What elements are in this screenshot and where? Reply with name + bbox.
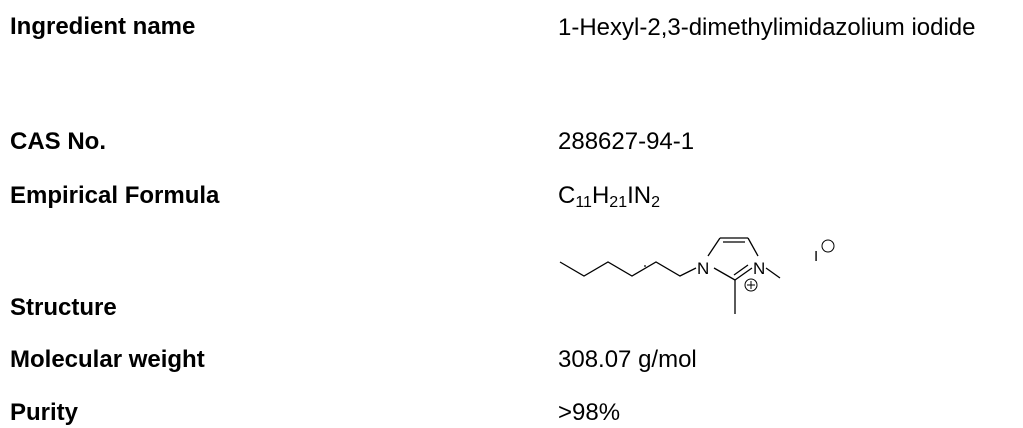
structure-label: Structure bbox=[10, 294, 117, 321]
n3-methyl-bond bbox=[765, 267, 781, 279]
formula-c-count: 11 bbox=[575, 194, 592, 211]
ring-double-c2-n3 bbox=[733, 264, 749, 276]
atom-n3: N bbox=[753, 259, 765, 278]
formula-c: C bbox=[558, 182, 576, 209]
positive-charge-icon bbox=[744, 278, 758, 292]
ring-bond-n3-c2 bbox=[734, 267, 753, 281]
counter-ion-iodide: I bbox=[814, 248, 818, 265]
formula-n-count: 2 bbox=[651, 194, 660, 211]
chain-dot bbox=[644, 265, 646, 267]
formula-h: H bbox=[591, 182, 610, 209]
purity-value: >98% bbox=[558, 399, 621, 426]
structure-diagram: N N I bbox=[559, 237, 835, 314]
negative-charge-icon bbox=[821, 239, 835, 253]
ring-bond-c2-n1 bbox=[713, 267, 736, 281]
atom-n1: N bbox=[697, 259, 709, 278]
cas-value: 288627-94-1 bbox=[558, 128, 695, 155]
ingredient-name-value: 1-Hexyl-2,3-dimethylimidazolium iodide bbox=[558, 14, 976, 41]
molecular-weight-label: Molecular weight bbox=[10, 346, 205, 373]
formula-in: IN bbox=[627, 182, 652, 209]
empirical-formula-value: C11H21IN2 bbox=[558, 181, 660, 211]
purity-label: Purity bbox=[10, 399, 79, 426]
molecular-weight-value: 308.07 g/mol bbox=[558, 346, 697, 373]
formula-h-count: 21 bbox=[609, 194, 628, 211]
ingredient-name-label: Ingredient name bbox=[10, 13, 196, 40]
empirical-formula-label: Empirical Formula bbox=[10, 182, 220, 209]
hexyl-chain-bond bbox=[559, 261, 697, 277]
cas-label: CAS No. bbox=[10, 128, 106, 155]
ring-bond-c4-n3 bbox=[747, 237, 759, 257]
ring-bond-n1-c5 bbox=[707, 237, 721, 257]
